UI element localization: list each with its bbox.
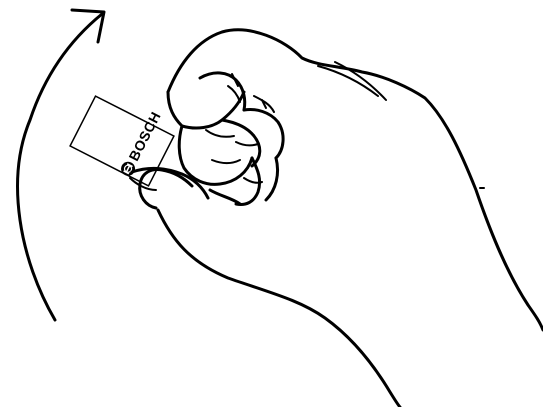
hand-drawing	[130, 30, 543, 407]
rotate-arrow-icon	[18, 10, 104, 320]
card-body	[70, 96, 174, 186]
